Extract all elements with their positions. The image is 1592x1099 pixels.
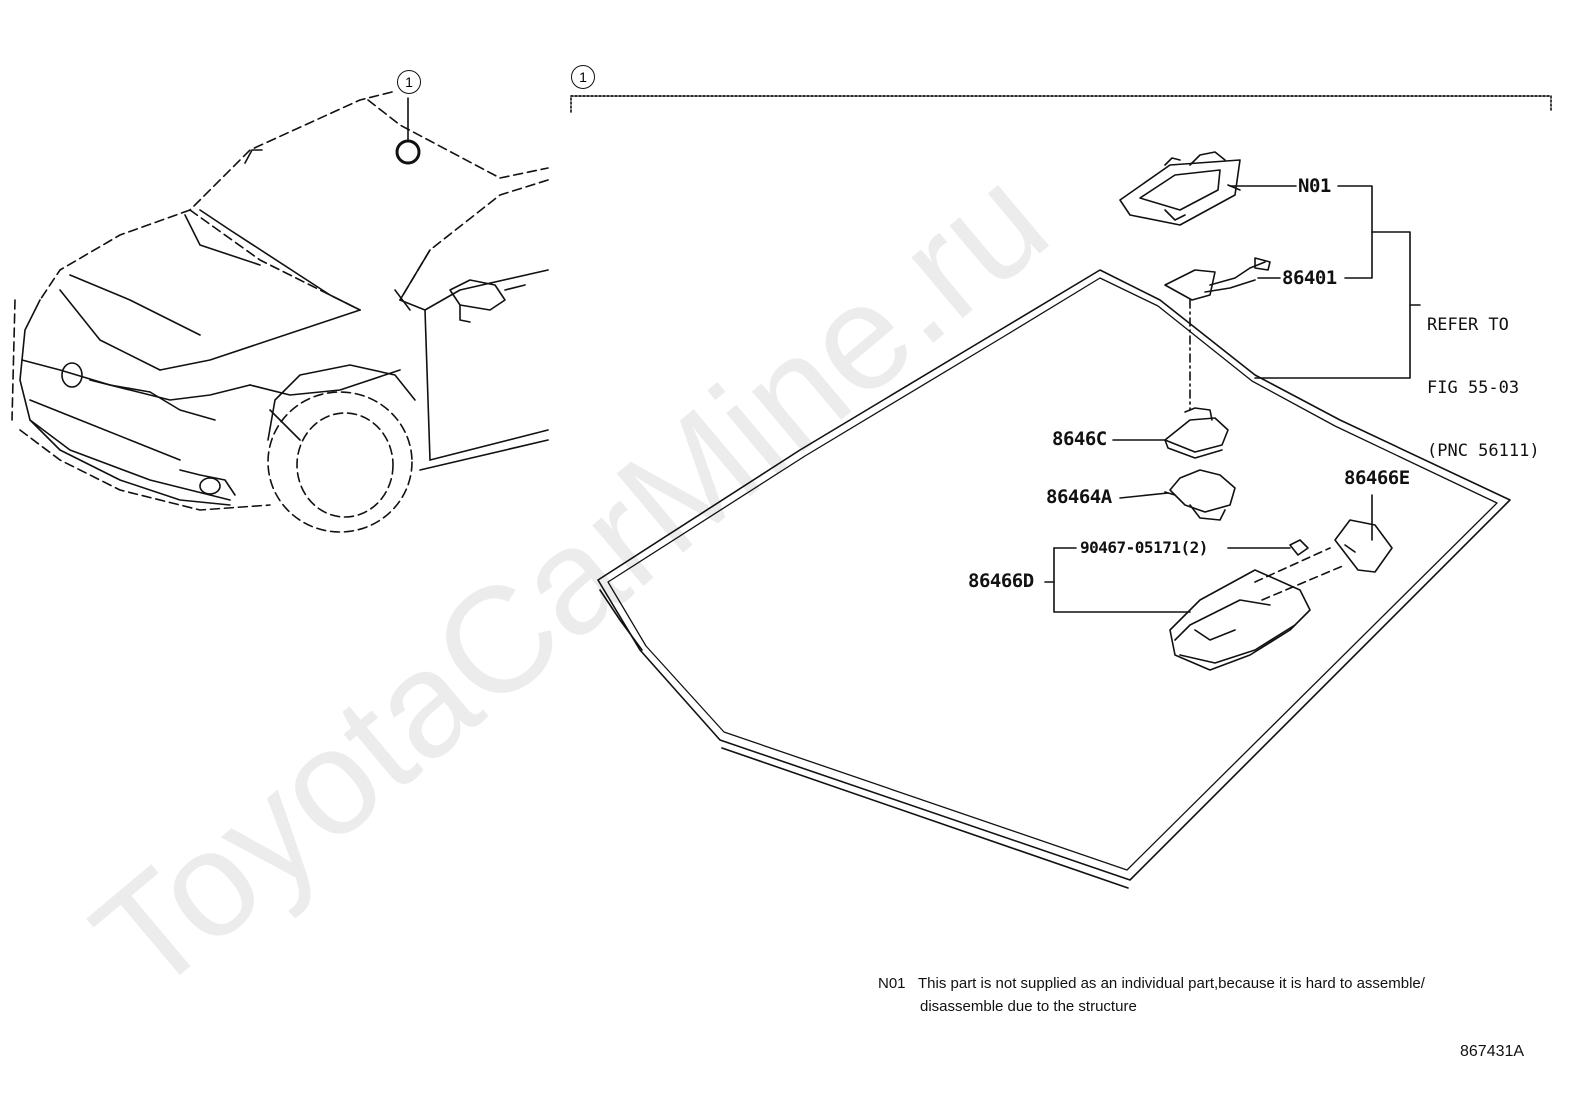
assembly-bracket [570,95,1552,113]
n01-assembly [1119,151,1241,226]
86466d-part [1169,569,1311,671]
callout-1-assembly: 1 [571,65,595,89]
90467-clip [1289,539,1309,556]
86401-part [1164,257,1271,301]
label-90467-05171: 90467-05171(2) [1080,538,1208,557]
refer-line-2: FIG 55-03 [1427,378,1520,398]
label-n01: N01 [1298,175,1331,197]
vehicle-illustration [11,91,549,533]
footnote-line-2: disassemble due to the structure [920,998,1137,1015]
label-8646c: 8646C [1052,428,1107,450]
refer-line-1: REFER TO [1427,315,1509,335]
label-86464a: 86464A [1046,486,1112,508]
label-86466e: 86466E [1344,467,1410,489]
refer-to-note: REFER TO FIG 55-03 (PNC 56111) [1427,273,1540,483]
label-86401: 86401 [1282,267,1337,289]
footnote-line-1: This part is not supplied as an individu… [918,975,1425,992]
figure-id: 867431A [1460,1043,1525,1060]
refer-line-3: (PNC 56111) [1427,441,1540,461]
label-86466d: 86466D [968,570,1034,592]
footnote-code: N01 [878,975,906,992]
windshield-glass [597,269,1511,889]
8646c-part [1164,407,1229,459]
callout-1-vehicle: 1 [397,70,421,94]
86466e-part [1334,519,1393,573]
86464a-part [1164,469,1236,521]
